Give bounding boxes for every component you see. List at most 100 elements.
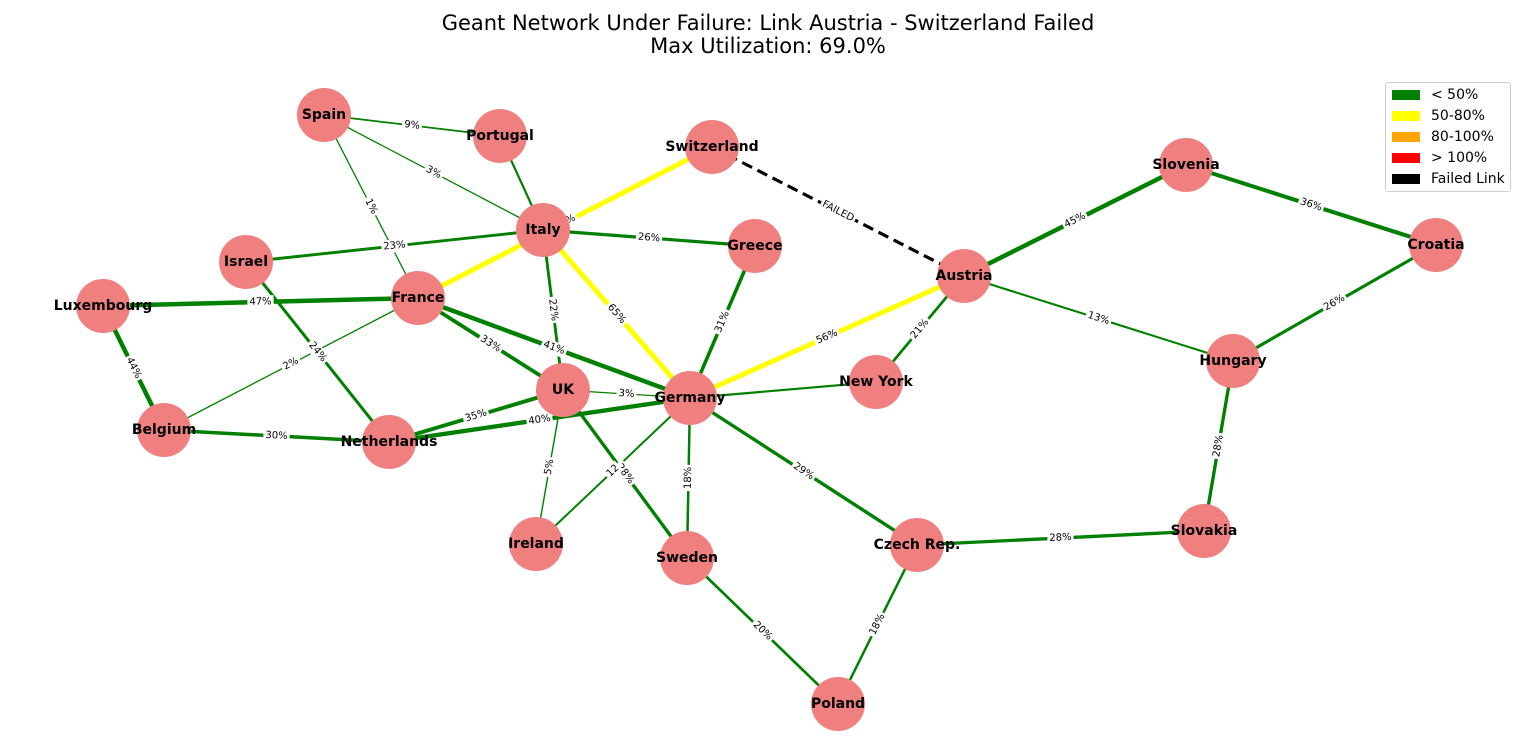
edge-label-greece-germany: 31% — [711, 307, 734, 337]
edge-label-background — [544, 296, 562, 324]
edge-label-spain-portugal: 9% — [401, 117, 423, 134]
node-luxembourg: Luxembourg — [54, 279, 153, 333]
edge-label-austria-slovenia: 45% — [1060, 208, 1090, 233]
edge-label-czechrep-poland: 18% — [865, 609, 890, 640]
edge-label-background — [421, 162, 446, 183]
legend-swatch — [1392, 153, 1420, 163]
legend-swatch — [1392, 111, 1420, 121]
edge-label-spain-italy: 3% — [421, 162, 446, 183]
edge-label-france-uk: 33% — [475, 331, 506, 357]
edge-label-background — [539, 337, 569, 359]
edge-label-text: 26% — [638, 232, 661, 245]
node-circle — [536, 363, 590, 417]
node-label: New York — [839, 374, 913, 390]
legend-swatch — [1392, 174, 1420, 184]
legend-item-50-80: 50-80% — [1392, 107, 1485, 125]
node-slovakia: Slovakia — [1171, 504, 1238, 558]
edge-label-background — [635, 230, 663, 246]
edge-label-background — [1084, 308, 1113, 329]
legend-swatch — [1392, 90, 1420, 100]
edge-label-germany-sweden: 18% — [681, 464, 696, 492]
node-circle — [391, 271, 445, 325]
edge-label-france-germany: 41% — [539, 337, 569, 359]
node-ireland: Ireland — [508, 517, 564, 571]
legend-item-under-50: < 50% — [1392, 86, 1478, 104]
nodes-layer: SpainPortugalSwitzerlandItalyGreeceIsrae… — [54, 88, 1465, 731]
edge-label-text: 40% — [528, 413, 552, 427]
node-circle — [297, 88, 351, 142]
edge-label-background — [865, 609, 890, 640]
edge-label-background — [906, 314, 934, 344]
edge-label-background — [1060, 208, 1090, 233]
node-circle — [890, 518, 944, 572]
edge-label-background — [1047, 530, 1074, 546]
edge-label-background — [475, 331, 506, 357]
node-label: Switzerland — [665, 139, 758, 155]
node-sweden: Sweden — [656, 531, 718, 585]
node-label: Italy — [525, 222, 560, 238]
node-croatia: Croatia — [1407, 218, 1465, 272]
edge-label-background — [616, 386, 637, 402]
node-circle — [1206, 334, 1260, 388]
node-label: Croatia — [1407, 237, 1464, 253]
edge-label-background — [1296, 194, 1326, 216]
edge-label-luxembourg-france: 47% — [247, 295, 274, 309]
node-austria: Austria — [936, 249, 992, 303]
edge-label-background — [279, 353, 303, 375]
node-label: Slovakia — [1171, 523, 1238, 539]
edge-label-netherlands-germany: 40% — [525, 411, 554, 429]
node-label: Sweden — [656, 550, 718, 566]
node-circle — [1177, 504, 1231, 558]
node-label: Poland — [811, 696, 865, 712]
edge-label-italy-uk: 22% — [544, 296, 562, 324]
node-circle — [362, 415, 416, 469]
legend-label: 80-100% — [1431, 129, 1494, 145]
node-circle — [685, 120, 739, 174]
legend-swatch — [1392, 132, 1420, 142]
edge-label-background — [525, 411, 554, 429]
edge-label-background — [121, 353, 146, 383]
edge-label-czechrep-slovakia: 28% — [1047, 530, 1074, 546]
chart-title: Geant Network Under Failure: Link Austri… — [441, 11, 1095, 35]
node-label: Netherlands — [341, 434, 438, 450]
node-france: France — [391, 271, 445, 325]
edge-label-uk-ireland: 5% — [541, 456, 558, 478]
node-circle — [509, 517, 563, 571]
node-spain: Spain — [297, 88, 351, 142]
edge-label-background — [461, 406, 491, 426]
edge-label-text: 23% — [383, 239, 406, 252]
edge-germany-newyork — [689, 380, 877, 400]
node-italy: Italy — [516, 203, 570, 257]
node-belgium: Belgium — [132, 403, 196, 457]
node-circle — [516, 203, 570, 257]
node-czechrep: Czech Rep. — [874, 518, 960, 572]
edge-label-background — [263, 428, 290, 444]
node-switzerland: Switzerland — [665, 120, 759, 174]
edge-label-background — [748, 617, 777, 645]
node-circle — [849, 355, 903, 409]
legend-item-80-100: 80-100% — [1392, 128, 1494, 146]
node-label: Slovenia — [1152, 157, 1219, 173]
edge-label-background — [1319, 290, 1350, 316]
node-poland: Poland — [811, 677, 865, 731]
edge-label-france-belgium: 2% — [279, 353, 303, 375]
edge-label-background — [788, 458, 819, 485]
edge-label-background — [541, 456, 558, 478]
edge-label-text: 30% — [265, 430, 288, 442]
node-label: Ireland — [508, 536, 564, 552]
edge-label-israel-italy: 23% — [380, 238, 409, 254]
legend-item-over-100: > 100% — [1392, 149, 1487, 167]
node-label: Spain — [302, 107, 346, 123]
edge-label-background — [711, 307, 734, 337]
edge-label-text: 28% — [1049, 532, 1072, 544]
edge-label-germany-ireland: 12 — [602, 460, 624, 482]
edge-label-text: 28% — [1211, 434, 1226, 458]
legend-label: 50-80% — [1431, 108, 1485, 124]
edge-label-belgium-netherlands: 30% — [263, 428, 290, 444]
node-label: Luxembourg — [54, 298, 153, 314]
edge-label-background — [602, 299, 631, 329]
edge-label-switzerland-austria: FAILED — [818, 197, 858, 226]
node-greece: Greece — [727, 219, 783, 273]
edge-label-text: 9% — [403, 119, 420, 132]
